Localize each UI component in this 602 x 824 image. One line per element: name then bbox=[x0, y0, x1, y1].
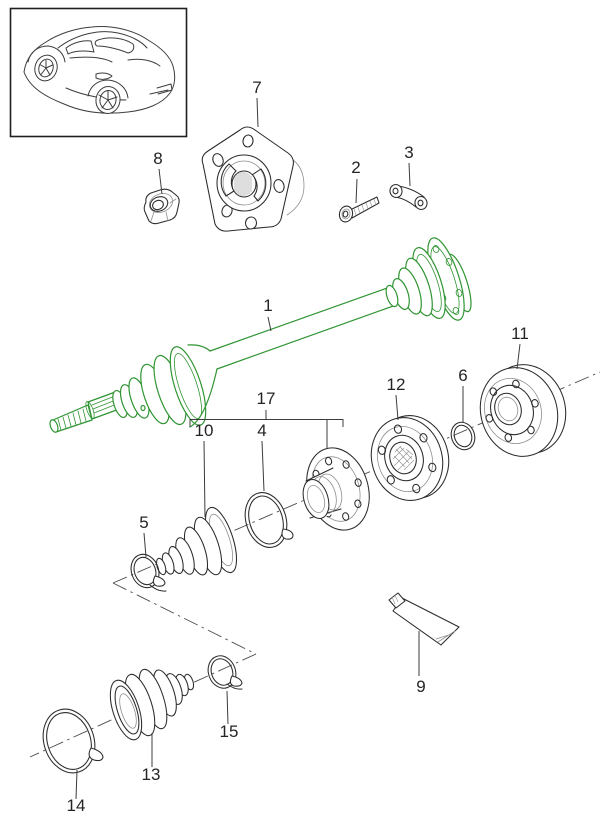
thread-hatch bbox=[353, 198, 377, 216]
car-line-art bbox=[23, 26, 176, 114]
part-leader-7 bbox=[256, 97, 259, 128]
part-label-5: 5 bbox=[139, 513, 148, 532]
retainer-bracket-drawing bbox=[389, 184, 428, 210]
group-17-bracket bbox=[189, 410, 344, 448]
part-label-17: 17 bbox=[257, 389, 276, 408]
clamp-band-drawing-4 bbox=[244, 492, 294, 548]
part-label-2: 2 bbox=[351, 158, 360, 177]
car-wheel-front bbox=[34, 54, 58, 82]
clamp-ear bbox=[229, 675, 243, 687]
part-label-14: 14 bbox=[67, 796, 86, 815]
shaft-threaded-stub bbox=[49, 404, 93, 433]
grease-tube-drawing bbox=[388, 592, 460, 646]
flange-sleeve-drawing bbox=[302, 447, 370, 531]
part-leader-15 bbox=[226, 690, 229, 725]
wheel-hub-drawing bbox=[201, 126, 305, 232]
part-leader-14 bbox=[75, 769, 78, 800]
clamp-ear bbox=[152, 575, 166, 587]
part-leader-5 bbox=[143, 532, 147, 558]
boot-drawing-13 bbox=[109, 668, 195, 741]
shaft-outer-joint-flange bbox=[385, 237, 472, 321]
part-leader-12 bbox=[395, 394, 399, 421]
part-label-9: 9 bbox=[416, 677, 425, 696]
part-label-6: 6 bbox=[458, 366, 467, 385]
clamp-drawing-5 bbox=[130, 553, 167, 592]
part-label-12: 12 bbox=[387, 375, 406, 394]
lower-axis-line bbox=[29, 653, 257, 758]
part-leader-3 bbox=[408, 162, 411, 187]
part-label-15: 15 bbox=[220, 722, 239, 741]
axis-jog-line bbox=[112, 582, 257, 655]
part-label-7: 7 bbox=[252, 78, 261, 97]
shaft-tube bbox=[209, 286, 397, 370]
hub-spline-bore bbox=[231, 170, 257, 198]
hub-bolt-holes bbox=[212, 134, 285, 230]
drive-shaft-drawing bbox=[49, 237, 472, 433]
sleeve-opening bbox=[302, 479, 330, 519]
cover-bolt-holes bbox=[485, 379, 539, 442]
part-labels: 1 2 3 4 5 6 7 8 9 10 11 12 13 14 15 17 bbox=[67, 78, 529, 815]
part-leader-1 bbox=[267, 316, 272, 332]
part-leader-8 bbox=[158, 168, 163, 195]
cv-spline-hatch bbox=[392, 445, 415, 471]
boot-drawing-10 bbox=[156, 506, 238, 576]
part-label-3: 3 bbox=[404, 143, 413, 162]
part-label-8: 8 bbox=[153, 149, 162, 168]
part-label-13: 13 bbox=[142, 765, 161, 784]
part-label-1: 1 bbox=[263, 296, 272, 315]
clamp-ear bbox=[88, 747, 104, 762]
clamp-ear bbox=[281, 528, 294, 540]
part-leader-2 bbox=[355, 178, 358, 204]
lock-nut-drawing bbox=[143, 188, 180, 225]
clamp-drawing-14 bbox=[42, 708, 104, 774]
vehicle-thumbnail bbox=[9, 7, 188, 138]
nut-bore bbox=[149, 196, 169, 212]
snap-ring-drawing bbox=[450, 421, 476, 451]
part-leader-11 bbox=[516, 343, 521, 370]
part-label-4: 4 bbox=[257, 421, 266, 440]
part-leader-10 bbox=[203, 440, 206, 518]
part-label-10: 10 bbox=[195, 421, 214, 440]
shaft-inner-joint-housing bbox=[112, 344, 218, 428]
bolt-head bbox=[338, 205, 354, 223]
car-wheel-rear bbox=[95, 86, 121, 114]
part-leader-4 bbox=[261, 440, 265, 492]
leader-lines bbox=[75, 97, 521, 800]
cover-plate-drawing bbox=[479, 364, 567, 457]
cv-joint-spline-bore bbox=[389, 441, 417, 475]
clamp-drawing-15 bbox=[207, 655, 243, 690]
cv-joint-drawing bbox=[370, 415, 450, 501]
hub-drive-claws bbox=[220, 163, 267, 202]
bolt-drawing bbox=[338, 196, 380, 223]
part-label-11: 11 bbox=[511, 324, 529, 343]
spline-hatch bbox=[234, 172, 252, 196]
cv-joint-holes bbox=[377, 424, 437, 494]
